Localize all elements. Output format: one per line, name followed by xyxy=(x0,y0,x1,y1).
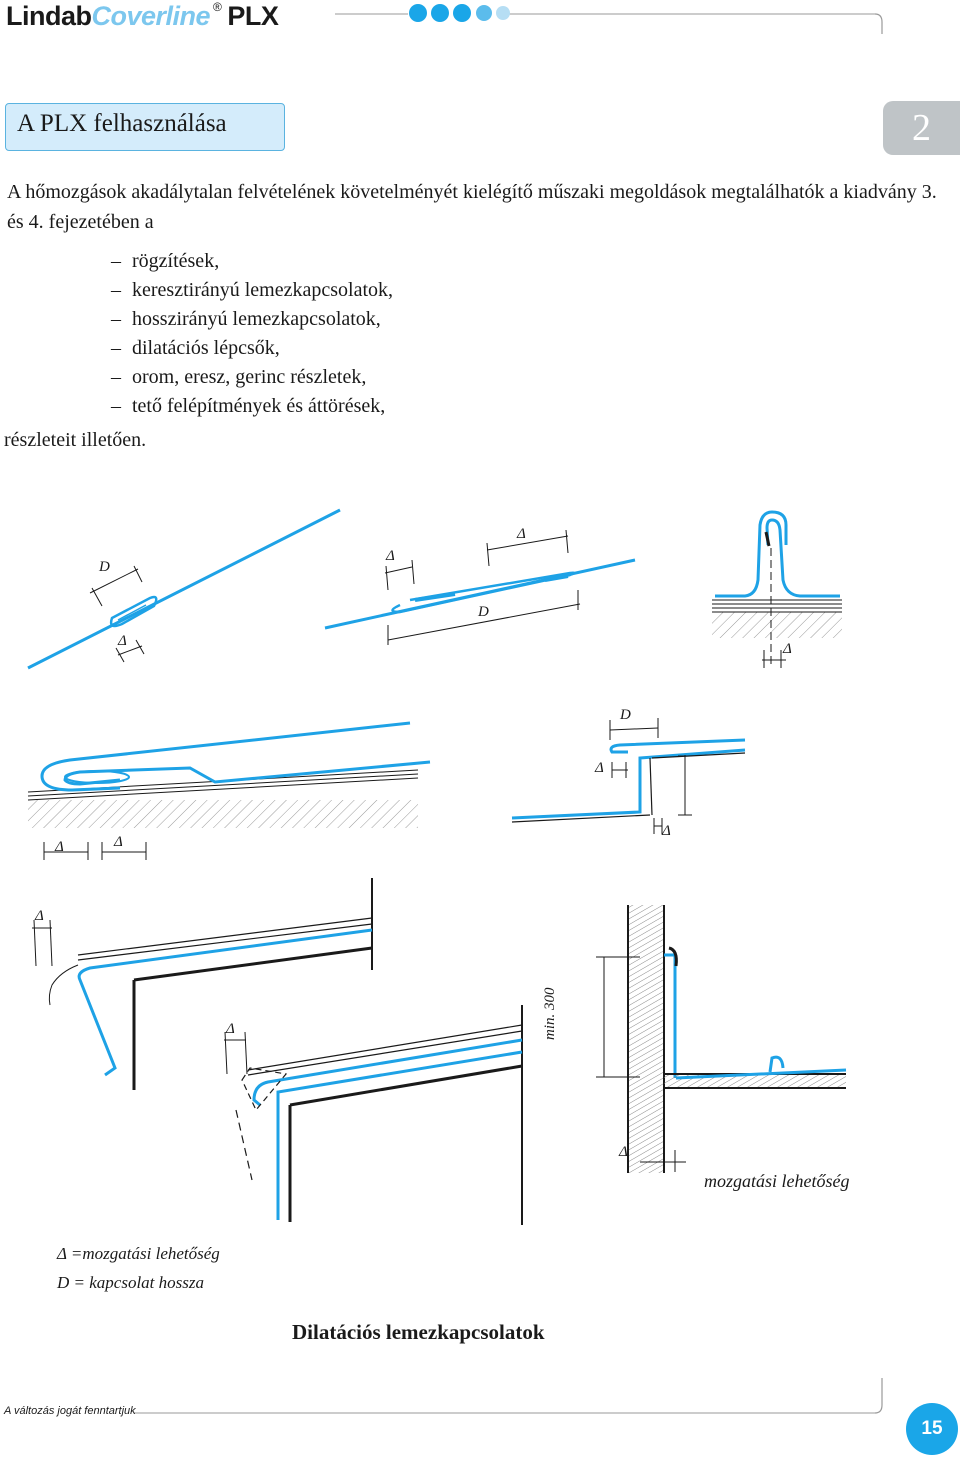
label-delta: Δ xyxy=(35,908,44,924)
legend-d: D = kapcsolat hossza xyxy=(57,1273,204,1292)
label-delta: Δ xyxy=(517,526,526,542)
label-d: D xyxy=(99,559,110,575)
intro-paragraph: A hőmozgások akadálytalan felvételének k… xyxy=(7,181,937,233)
list-item: tető felépítmények és áttörések, xyxy=(111,392,393,421)
list-item: hosszirányú lemezkapcsolatok, xyxy=(111,305,393,334)
brand-coverline: Coverline xyxy=(91,1,211,31)
label-delta: Δ xyxy=(226,1021,235,1037)
legend-delta: Δ =mozgatási lehetőség xyxy=(57,1244,220,1263)
label-delta: Δ xyxy=(114,834,123,850)
header-rule xyxy=(335,13,883,34)
label-delta: Δ xyxy=(55,839,64,855)
detail-verge xyxy=(224,1005,523,1225)
footer-rule xyxy=(134,1378,883,1414)
brand-lindab: Lindab xyxy=(6,1,92,31)
list-item: rögzítések, xyxy=(111,247,393,276)
list-item: orom, eresz, gerinc részletek, xyxy=(111,363,393,392)
label-delta: Δ xyxy=(118,633,127,649)
page-number: 15 xyxy=(906,1403,958,1455)
brand-plx: PLX xyxy=(227,1,279,31)
registered-mark: ® xyxy=(213,0,222,14)
list-item: dilatációs lépcsők, xyxy=(111,334,393,363)
detail-wall-abutment xyxy=(596,905,847,1173)
section-title: A PLX felhasználása xyxy=(17,110,227,137)
label-delta: Δ xyxy=(662,823,671,839)
detail-overlap-slope xyxy=(324,529,636,645)
detail-eaves xyxy=(32,878,373,1090)
label-delta: Δ xyxy=(386,548,395,564)
detail-inclined-seam xyxy=(27,508,341,670)
label-delta: Δ xyxy=(619,1144,628,1160)
section-title-box xyxy=(5,103,285,151)
header-dots-icon xyxy=(409,4,510,22)
figure-caption: Dilatációs lemezkapcsolatok xyxy=(292,1320,545,1344)
label-delta: Δ xyxy=(783,641,792,657)
label-movement: mozgatási lehetőség xyxy=(704,1171,850,1191)
chapter-tab: 2 xyxy=(883,101,960,155)
detail-standing-seam xyxy=(712,510,842,668)
list-item: keresztirányú lemezkapcsolatok, xyxy=(111,276,393,305)
outro-text: részleteit illetően. xyxy=(4,429,147,451)
label-delta: Δ xyxy=(595,760,604,776)
item-list: rögzítések, keresztirányú lemezkapcsolat… xyxy=(111,247,393,421)
brand-logo: LindabCoverline® PLX xyxy=(6,0,279,32)
detail-folded-roll xyxy=(27,721,431,860)
label-d: D xyxy=(478,604,489,620)
detail-step-joint xyxy=(511,718,746,834)
rights-notice: A változás jogát fenntartjuk xyxy=(4,1405,136,1417)
label-d: D xyxy=(620,707,631,723)
label-min-300: min. 300 xyxy=(542,987,558,1041)
